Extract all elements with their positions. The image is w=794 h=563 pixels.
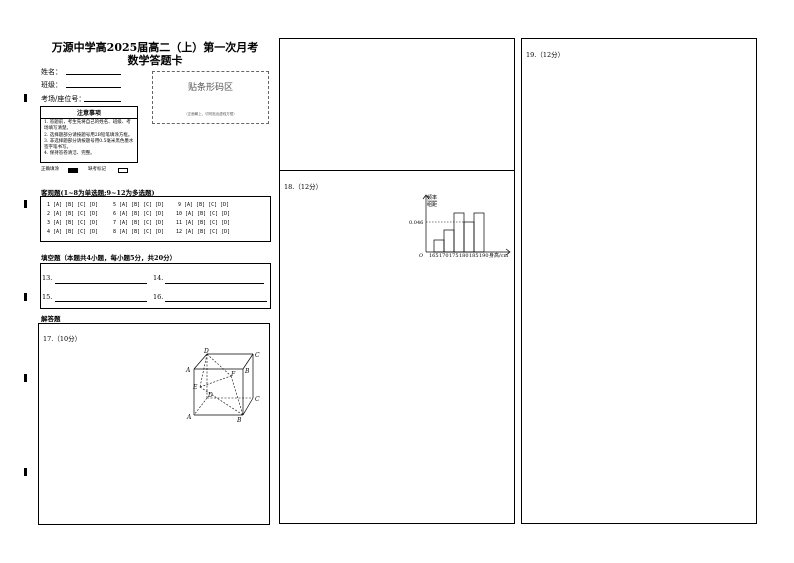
cube-label-f: F [230,371,236,378]
choice-row[interactable]: 1 [A] [B] [C] [D] [47,202,99,208]
cube-label-b: B [236,417,242,424]
page-subtitle: 数学答题卡 [127,54,183,67]
hist-xunit: 身高/cm [489,252,508,259]
legend-filled-label: 正确填涂 [41,167,59,172]
hist-xtick: 165 [429,253,439,259]
choice-row[interactable]: 9 [A] [B] [C] [D] [178,202,230,208]
legend-missing-label: 缺考标记 [88,167,106,172]
choice-row[interactable]: 12 [A] [B] [C] [D] [176,229,231,235]
q17-answer-box[interactable] [38,323,270,525]
name-label: 姓名： [41,68,62,76]
hist-ytick: 0.046 [409,220,423,226]
cube-label-c1: C [255,352,260,359]
choice-row[interactable]: 10 [A] [B] [C] [D] [176,211,231,217]
cube-label-b1: B [244,368,250,375]
choice-row[interactable]: 2 [A] [B] [C] [D] [47,211,99,217]
choice-row[interactable]: 8 [A] [B] [C] [D] [113,229,165,235]
timing-mark [24,374,27,382]
q18-answer-box[interactable] [279,170,515,524]
hist-ylabel-bottom: 组距 [427,201,437,208]
class-label: 班级： [41,81,62,89]
cube-label-e: E [192,384,198,391]
solve-title: 解答题 [41,315,61,323]
cube-label-c: C [255,396,260,403]
fill-box [40,263,271,309]
histogram-figure: 频率 组距 0.046 O 165 170 175 180 185 190 身高… [409,194,511,259]
cube-label-d: D [207,392,213,399]
notice-title: 注意事项 [76,110,101,117]
cube-label-a1: A [185,367,191,374]
hist-xtick: 190 [479,253,489,259]
timing-mark [24,94,27,102]
notice-item: 2. 选择题部分请按题号用2B铅笔填涂方框。 [44,133,133,138]
q13-answer-line[interactable] [55,283,147,284]
q16-answer-line[interactable] [165,301,267,302]
choice-row[interactable]: 6 [A] [B] [C] [D] [113,211,165,217]
name-field[interactable] [66,74,121,75]
q15-label: 15. [42,293,53,301]
timing-mark [24,200,27,208]
notice-box: 注意事项 1. 答题前，考生先将自己的姓名、班级、考场填写清楚。 2. 选择题部… [40,106,138,163]
class-field[interactable] [66,87,121,88]
hist-origin: O [419,253,423,259]
barcode-note: （正面朝上，切勿贴出虚线方框） [184,112,237,116]
notice-item: 1. 答题前，考生先将自己的姓名、班级、考场填写清楚。 [44,120,131,131]
barcode-area: 贴条形码区 （正面朝上，切勿贴出虚线方框） [152,71,269,124]
cube-label-a: A [186,414,192,421]
q19-label: 19.（12分） [526,51,565,59]
hist-xtick: 170 [439,253,449,259]
q19-answer-box[interactable] [521,38,757,524]
q16-continued-box[interactable] [279,38,515,171]
seat-field[interactable] [84,101,121,102]
choice-row[interactable]: 5 [A] [B] [C] [D] [113,202,165,208]
timing-mark [24,468,27,476]
q14-label: 14. [153,274,164,282]
choice-row[interactable]: 3 [A] [B] [C] [D] [47,220,99,226]
choice-row[interactable]: 4 [A] [B] [C] [D] [47,229,99,235]
hist-xtick: 185 [469,253,479,259]
hist-ylabel-top: 频率 [427,194,437,201]
q14-answer-line[interactable] [165,283,264,284]
notice-item: 3. 非选择题部分请按题号用0.5毫米黑色墨水签字笔书写。 [44,139,134,150]
cube-figure: D C A B F E D C A B [185,348,260,424]
choice-row[interactable]: 11 [A] [B] [C] [D] [176,220,231,226]
q17-label: 17.（10分） [43,335,82,343]
seat-label: 考场/座位号： [41,95,86,103]
q15-answer-line[interactable] [55,301,147,302]
q16-label: 16. [153,293,164,301]
legend-missing-box[interactable] [118,168,128,173]
hist-xtick: 180 [459,253,469,259]
fill-title: 填空题（本题共4小题，每小题5分，共20分） [41,254,177,262]
choice-title: 客观题(1~8为单选题;9~12为多选题) [41,189,155,197]
choice-box [40,196,271,242]
barcode-title: 贴条形码区 [187,83,233,93]
page-title: 万源中学高2025届高二（上）第一次月考 [51,41,259,54]
timing-mark [24,293,27,301]
hist-xtick: 175 [449,253,459,259]
q18-label: 18.（12分） [284,183,323,191]
notice-item: 4. 保持答卷清洁、完整。 [44,151,95,156]
legend-filled-swatch [68,168,78,173]
q13-label: 13. [42,274,53,282]
cube-label-d1: D [203,348,209,355]
choice-row[interactable]: 7 [A] [B] [C] [D] [113,220,165,226]
